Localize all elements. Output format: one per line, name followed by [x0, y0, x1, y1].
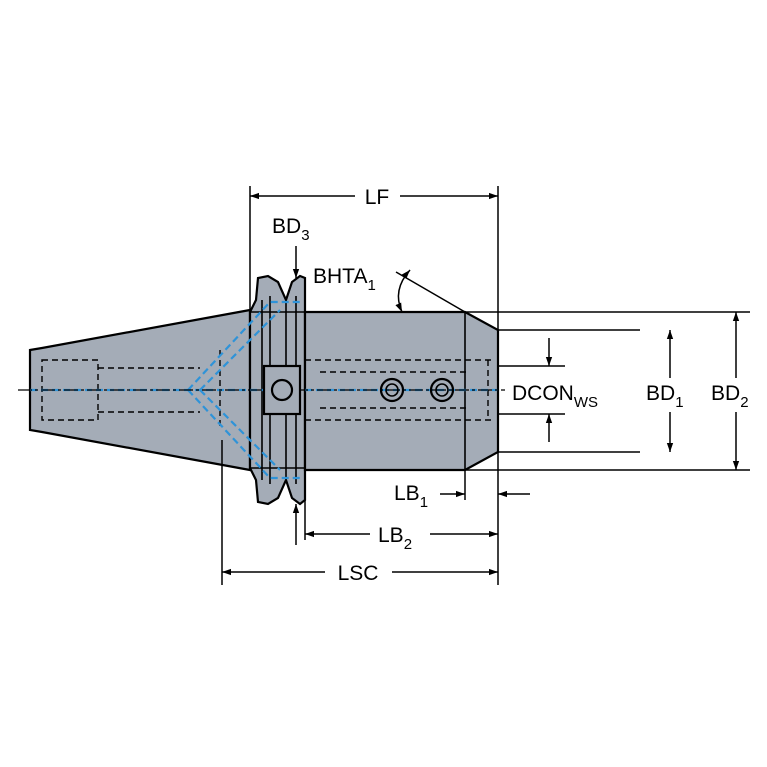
lsc-label: LSC	[338, 562, 379, 585]
flange-screw-block	[262, 364, 302, 416]
bd1-label: BD1	[646, 382, 684, 411]
extension-lines	[221, 186, 750, 585]
clamp-screw-icon	[429, 377, 455, 403]
bhta-angle-arc	[395, 269, 411, 313]
flange-screw-icon	[270, 378, 294, 402]
lf-label: LF	[365, 186, 390, 209]
clamp-screw-socket-icon	[435, 383, 449, 397]
bhta-leader-line	[395, 271, 466, 313]
lb1-label: LB1	[394, 482, 428, 511]
bd3-label: BD3	[272, 215, 310, 244]
clamp-screw-socket-icon	[385, 383, 399, 397]
dcon-label: DCONWS	[512, 382, 598, 411]
lb2-label: LB2	[378, 524, 412, 553]
bhta1-label: BHTA1	[313, 265, 376, 294]
bd2-label: BD2	[711, 382, 749, 411]
clamp-screw-icon	[379, 377, 405, 403]
